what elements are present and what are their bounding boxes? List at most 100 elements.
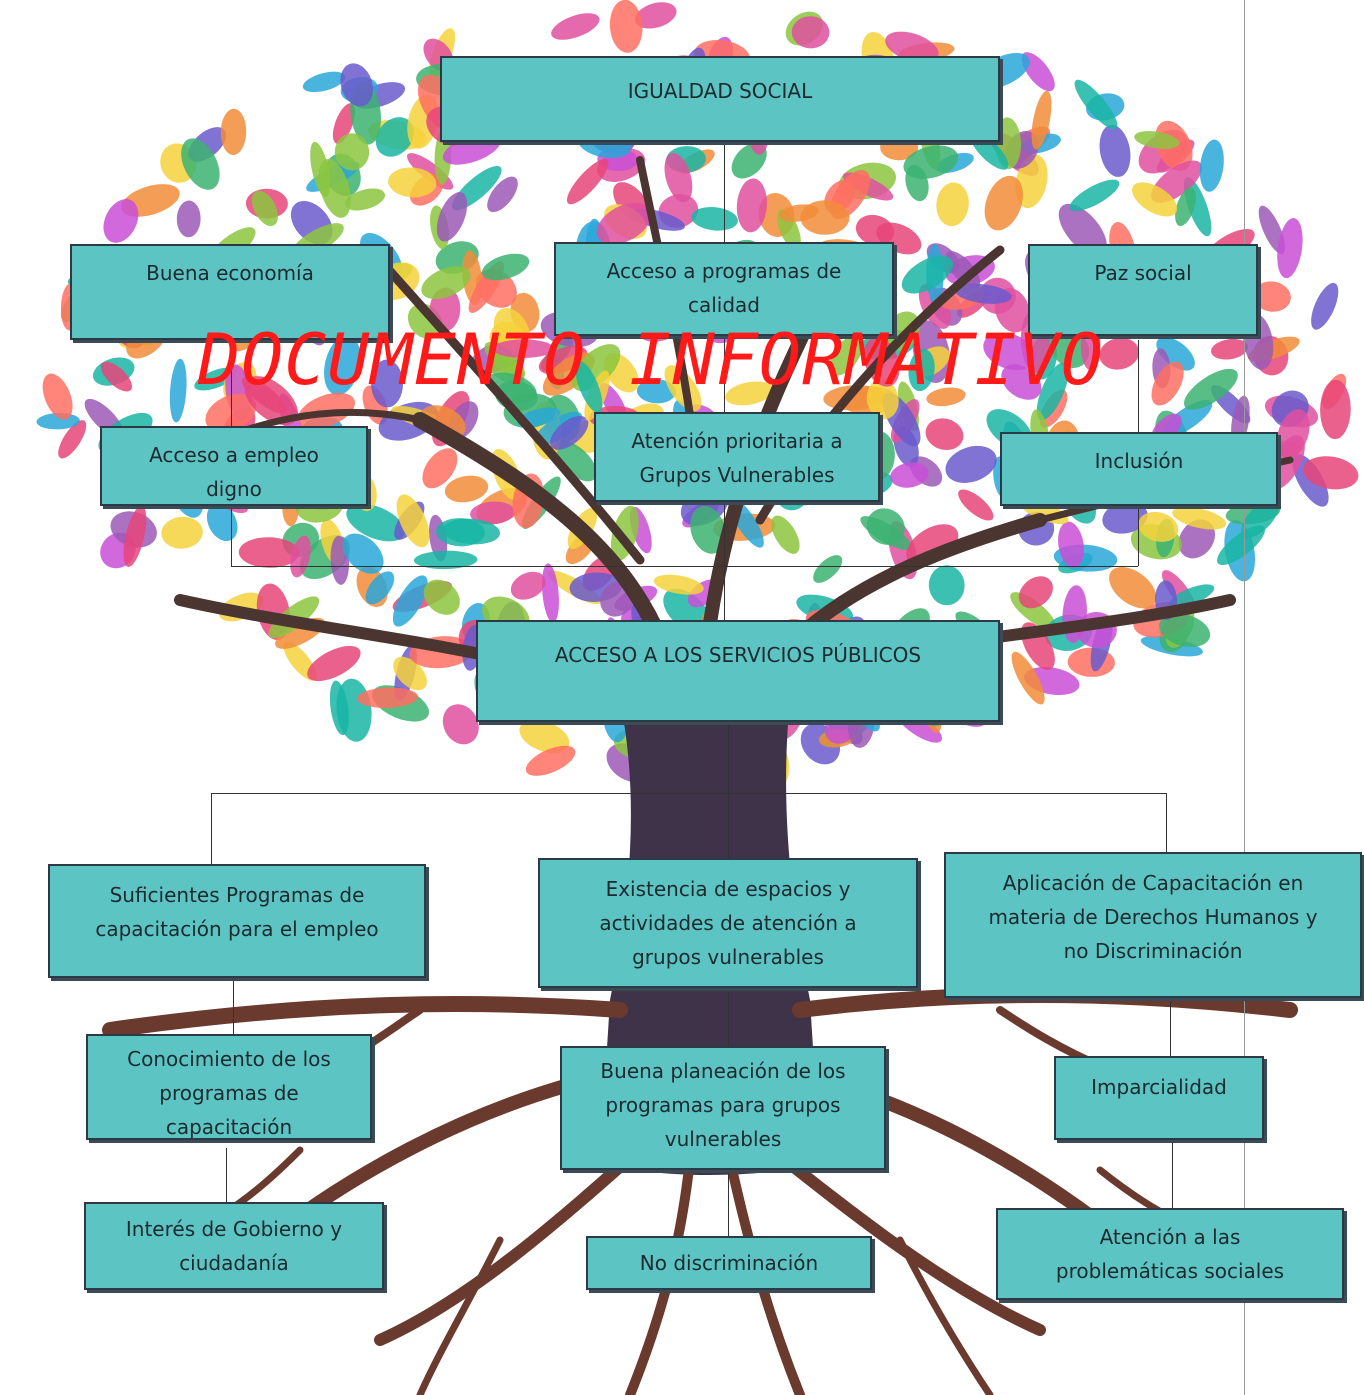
connector-line bbox=[211, 793, 212, 865]
leaf bbox=[238, 537, 300, 568]
page-edge-rule bbox=[1244, 0, 1245, 1395]
leaf bbox=[542, 563, 559, 623]
effect-box-buena-economia: Buena economía bbox=[70, 244, 390, 340]
leaf bbox=[653, 574, 704, 595]
leaf bbox=[855, 214, 895, 246]
connector-line bbox=[1170, 998, 1171, 1056]
leaf bbox=[1132, 182, 1178, 217]
connector-line bbox=[233, 978, 234, 1034]
cause-box-conocimiento-programas: Conocimiento de los programas de capacit… bbox=[86, 1034, 372, 1140]
connector-line bbox=[1172, 1140, 1173, 1208]
leaf bbox=[58, 420, 87, 459]
cause-box-atencion-problematicas: Atención a las problemáticas sociales bbox=[996, 1208, 1344, 1300]
leaf bbox=[866, 508, 905, 545]
leaf bbox=[885, 31, 939, 63]
leaf bbox=[1099, 124, 1131, 177]
leaf bbox=[487, 176, 518, 213]
leaf bbox=[550, 415, 589, 450]
leaf bbox=[436, 192, 468, 242]
leaf bbox=[42, 373, 73, 420]
leaf bbox=[1138, 511, 1179, 542]
leaf bbox=[664, 152, 693, 203]
leaf bbox=[890, 462, 929, 488]
leaf bbox=[1199, 139, 1224, 192]
leaf bbox=[220, 108, 247, 156]
leaf bbox=[103, 199, 139, 243]
leaf bbox=[551, 13, 600, 40]
effect-box-acceso-empleo: Acceso a empleo digno bbox=[100, 426, 368, 506]
leaf bbox=[1069, 179, 1120, 212]
cause-box-imparcialidad: Imparcialidad bbox=[1054, 1056, 1264, 1140]
leaf bbox=[206, 503, 238, 542]
connector-line bbox=[1166, 793, 1167, 853]
leaf bbox=[396, 494, 430, 548]
cause-box-programas-capacitacion: Suficientes Programas de capacitación pa… bbox=[48, 864, 426, 978]
leaf bbox=[1011, 651, 1045, 705]
leaf bbox=[1156, 337, 1195, 371]
leaf bbox=[1058, 203, 1107, 257]
cause-box-no-discriminacion: No discriminación bbox=[586, 1236, 872, 1290]
watermark-text: DOCUMENTO INFORMATIVO bbox=[198, 319, 1105, 401]
leaf bbox=[1168, 584, 1215, 608]
leaf bbox=[634, 2, 677, 29]
leaf bbox=[736, 178, 767, 233]
leaf bbox=[324, 335, 361, 396]
leaf bbox=[244, 376, 299, 426]
leaf bbox=[954, 283, 1012, 304]
connector-line bbox=[211, 793, 1166, 794]
leaf bbox=[365, 571, 395, 605]
leaf bbox=[1172, 507, 1227, 530]
leaf bbox=[1015, 154, 1048, 209]
effect-box-atencion-prioritaria: Atención prioritaria a Grupos Vulnerable… bbox=[594, 412, 880, 502]
cause-box-espacios-actividades: Existencia de espacios y actividades de … bbox=[538, 858, 918, 988]
leaf bbox=[414, 550, 478, 570]
leaf bbox=[370, 359, 404, 408]
leaf bbox=[928, 565, 965, 606]
leaf bbox=[945, 445, 997, 483]
cause-box-capacitacion-derechos: Aplicación de Capacitación en materia de… bbox=[944, 852, 1362, 998]
leaf bbox=[332, 103, 356, 144]
leaf bbox=[691, 207, 738, 231]
leaf bbox=[1175, 187, 1196, 227]
leaf bbox=[1102, 501, 1148, 534]
leaf bbox=[388, 167, 437, 198]
leaf bbox=[1303, 456, 1359, 490]
connector-line bbox=[724, 140, 725, 620]
leaf bbox=[1258, 205, 1286, 254]
connector-line bbox=[728, 988, 729, 1046]
leaf bbox=[176, 200, 201, 238]
leaf bbox=[926, 387, 966, 407]
leaf bbox=[346, 503, 405, 542]
leaf bbox=[1109, 566, 1157, 609]
leaf bbox=[1252, 281, 1291, 312]
leaf bbox=[636, 379, 676, 404]
leaf bbox=[983, 332, 1036, 371]
leaf bbox=[442, 518, 501, 545]
effect-box-paz-social: Paz social bbox=[1028, 244, 1258, 336]
leaf bbox=[778, 204, 819, 222]
leaf bbox=[375, 117, 415, 157]
leaf bbox=[1134, 131, 1180, 149]
core-problem-box: ACCESO A LOS SERVICIOS PÚBLICOS bbox=[476, 620, 1000, 722]
leaf bbox=[123, 505, 147, 567]
leaf bbox=[1021, 52, 1055, 92]
leaf bbox=[791, 16, 830, 49]
connector-line bbox=[226, 1148, 227, 1202]
connector-line bbox=[728, 1170, 729, 1236]
leaf bbox=[1099, 337, 1140, 370]
leaf bbox=[596, 202, 652, 245]
leaf bbox=[161, 516, 203, 549]
leaf bbox=[525, 745, 576, 776]
leaf bbox=[302, 71, 346, 93]
leaf bbox=[1001, 364, 1042, 400]
leaf bbox=[1311, 282, 1339, 330]
leaf bbox=[423, 579, 460, 615]
leaf bbox=[1051, 329, 1090, 368]
leaf bbox=[340, 63, 374, 107]
leaf bbox=[1036, 362, 1069, 421]
leaf bbox=[181, 138, 220, 190]
leaf bbox=[984, 175, 1023, 231]
leaf bbox=[554, 440, 597, 482]
leaf bbox=[958, 489, 994, 521]
leaf bbox=[444, 475, 489, 503]
